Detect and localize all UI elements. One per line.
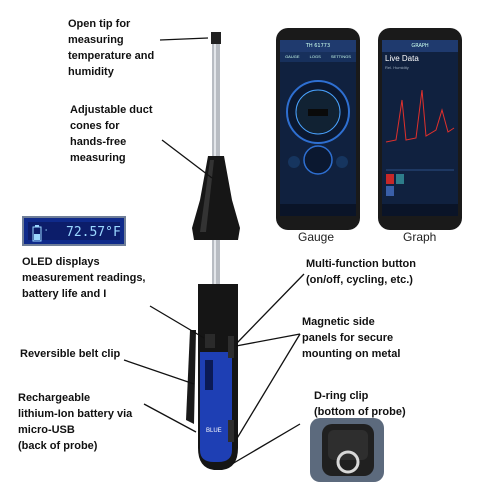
label-belt-clip: Reversible belt clip (20, 348, 121, 360)
tab-gauge[interactable]: GAUGE (285, 54, 300, 59)
probe-tip (211, 32, 221, 44)
probe-brand: BLUE (206, 428, 222, 434)
gauge-dial (286, 80, 350, 175)
label-battery: Rechargeable lithium-Ion battery via mic… (18, 392, 133, 452)
magnetic-side-panel (200, 352, 232, 462)
label-open-tip: Open tip for measuring temperature and h… (68, 18, 155, 78)
dring-clip-inset (310, 418, 384, 482)
multi-function-button (205, 334, 215, 348)
graph-plot (385, 89, 455, 196)
graph-header: GRAPH (382, 40, 458, 52)
label-multi-function-button: Multi-function button (on/off, cycling, … (306, 258, 416, 286)
phone-gauge: TH 61773 GAUGE LOGS SETTINGS (276, 28, 360, 230)
svg-text:°: ° (45, 229, 48, 235)
tab-settings[interactable]: SETTINGS (330, 54, 351, 59)
oled-display-inset: ° 72.57°F (22, 216, 126, 246)
phone-graph: GRAPH Live Data Rel. Humidity (378, 28, 462, 230)
label-dring-clip: D-ring clip (bottom of probe) (314, 390, 406, 418)
graph-subtitle: Rel. Humidity (385, 65, 409, 70)
oled-reading: 72.57°F (66, 225, 121, 240)
caption-gauge: Gauge (298, 230, 335, 244)
label-duct-cones: Adjustable duct cones for hands-free mea… (70, 104, 153, 164)
label-magnetic-panels: Magnetic side panels for secure mounting… (302, 316, 401, 360)
battery-icon: ° (32, 225, 48, 242)
graph-title: Live Data (385, 54, 419, 63)
label-oled: OLED displays measurement readings, batt… (22, 256, 146, 300)
caption-graph: Graph (403, 230, 437, 244)
dring-icon (322, 424, 374, 476)
belt-clip (186, 330, 196, 424)
tab-logs[interactable]: LOGS (309, 54, 321, 59)
gauge-header: TH 61773 (280, 40, 356, 52)
